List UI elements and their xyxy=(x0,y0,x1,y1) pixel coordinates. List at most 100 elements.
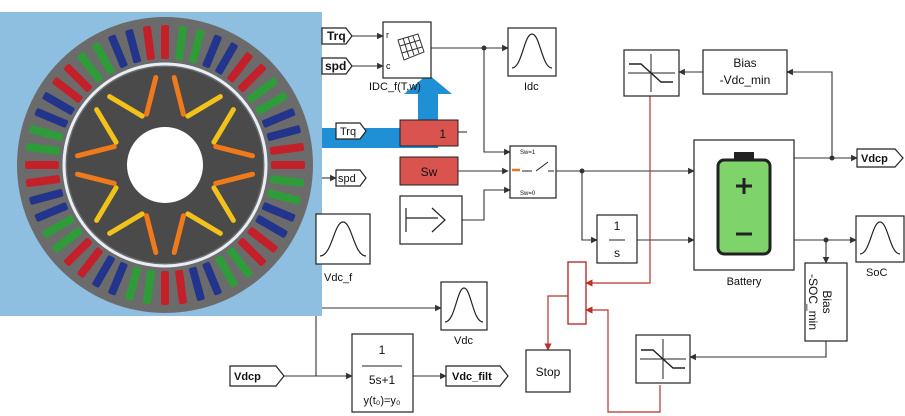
rotor-magnet xyxy=(74,171,117,186)
bias-vdc-min-block[interactable]: Bias -Vdc_min xyxy=(702,49,788,95)
stop-logic-wires xyxy=(544,96,661,413)
lookup-table-label: IDC_f(T,w) xyxy=(369,81,421,93)
stator-coil xyxy=(189,266,205,301)
tf-numerator: 1 xyxy=(379,343,386,357)
integrator-denominator: s xyxy=(614,246,620,260)
stator-coil xyxy=(271,161,305,169)
stator-coil xyxy=(52,77,83,103)
lookup-row-port-label: r xyxy=(386,30,389,40)
battery-label: Battery xyxy=(727,276,762,288)
stator-coil xyxy=(215,42,238,75)
constant-one-block[interactable]: 1 xyxy=(399,119,459,147)
scope-icon xyxy=(319,221,367,257)
switch-bottom-label: Sw=0 xyxy=(520,191,536,197)
scope-icon xyxy=(859,221,901,255)
stator-coil xyxy=(269,143,305,155)
lookup-col-port-label: c xyxy=(386,61,391,71)
stator-coil xyxy=(161,271,169,305)
idc-scope-block[interactable]: Idc xyxy=(507,27,557,93)
integrator-block[interactable]: 1 s xyxy=(596,214,638,264)
stator-coil xyxy=(29,125,64,141)
integrator-numerator: 1 xyxy=(614,219,621,233)
stator-coil xyxy=(227,52,253,83)
bias-soc-label-2: -SOC_min xyxy=(806,274,820,330)
spd-input-label: spd xyxy=(325,59,346,73)
stator-coil xyxy=(215,255,238,288)
vdc-filt-output-port[interactable]: Vdc_filt xyxy=(445,365,509,387)
soc-scope-label: SoC xyxy=(866,267,887,279)
vdc-f-scope-label: Vdc_f xyxy=(324,272,353,284)
spd-input-port[interactable]: spd xyxy=(321,57,353,75)
tf-initial-condition: y(t₀)=y₀ xyxy=(364,395,401,407)
stator-coil xyxy=(269,175,305,187)
stator-coil xyxy=(64,64,93,93)
rotor-magnet xyxy=(171,213,186,256)
soc-scope-block[interactable]: SoC xyxy=(855,215,905,279)
stator-coil xyxy=(64,237,93,266)
battery-block[interactable]: Battery xyxy=(693,139,795,288)
step-source-block[interactable] xyxy=(399,195,463,245)
stator-coil xyxy=(42,215,75,238)
stator-coil xyxy=(262,108,296,128)
vdcp-input-port[interactable]: Vdcp xyxy=(229,365,285,387)
rotor-magnet xyxy=(211,185,236,223)
step-source-icon xyxy=(405,207,446,233)
bias-soc-min-block[interactable]: Bias -SOC_min xyxy=(804,262,848,342)
rotor-magnet xyxy=(213,144,256,159)
stator-coil xyxy=(262,202,296,222)
spd-output-port[interactable]: spd xyxy=(335,169,367,187)
sw-constant-value: Sw xyxy=(421,165,438,179)
switch-icon xyxy=(512,161,554,172)
bias-vdc-label-1: Bias xyxy=(733,56,756,70)
vdcp-output-port[interactable]: Vdcp xyxy=(856,148,904,168)
vdc-scope-label: Vdc xyxy=(454,335,473,347)
sw-constant-block[interactable]: Sw xyxy=(399,156,459,186)
stator-coil xyxy=(52,227,83,253)
stator-coil xyxy=(255,92,288,115)
saturation-bottom-block[interactable] xyxy=(635,334,691,384)
bias-soc-label-1: Bias xyxy=(820,290,834,313)
stator-coil xyxy=(77,247,103,278)
vdc-filt-output-label: Vdc_filt xyxy=(452,371,492,383)
stator-coil xyxy=(108,262,128,296)
rotor-magnet xyxy=(144,213,159,256)
spd-output-label: spd xyxy=(338,173,356,185)
trq-output-port[interactable]: Trq xyxy=(335,122,367,140)
stator-coil xyxy=(255,215,288,238)
stator-coil xyxy=(266,125,301,141)
vdc-scope-block[interactable]: Vdc xyxy=(440,281,488,347)
stop-label: Stop xyxy=(536,365,561,379)
scope-icon xyxy=(511,33,553,69)
rotor-magnet xyxy=(171,74,186,117)
idc-lookup-table-block[interactable]: r c IDC_f(T,w) xyxy=(369,21,432,93)
vdcp-output-label: Vdcp xyxy=(861,153,888,165)
battery-icon xyxy=(716,152,772,256)
stator-coil xyxy=(92,42,115,75)
stator-coil xyxy=(161,25,169,59)
switch-block[interactable]: Sw=1 Sw=0 xyxy=(509,145,557,199)
stator-coil xyxy=(202,34,222,68)
stator-coil xyxy=(189,29,205,64)
stator-coil xyxy=(237,237,266,266)
signal-wires xyxy=(284,32,858,380)
stator-coil xyxy=(247,227,278,253)
stator-coil xyxy=(143,25,155,61)
stator-coil xyxy=(25,161,59,169)
saturation-top-block[interactable] xyxy=(623,49,680,97)
stator-coil xyxy=(125,266,141,301)
idc-scope-label: Idc xyxy=(524,81,539,93)
rotor-magnet xyxy=(94,185,119,223)
trq-input-label: Trq xyxy=(327,29,346,43)
trq-input-port[interactable]: Trq xyxy=(321,27,353,45)
stator-coil xyxy=(266,189,301,205)
scope-icon xyxy=(444,287,484,323)
stator-coil xyxy=(108,34,128,68)
stator-coil xyxy=(202,262,222,296)
stator-coil xyxy=(237,64,266,93)
stop-logic-mux-block[interactable] xyxy=(567,261,587,325)
stop-block[interactable]: Stop xyxy=(525,349,571,393)
trq-output-label: Trq xyxy=(340,126,356,138)
vdc-f-scope-block[interactable]: Vdc_f xyxy=(315,213,371,284)
transfer-function-block[interactable]: 1 5s+1 y(t₀)=y₀ xyxy=(351,333,414,413)
